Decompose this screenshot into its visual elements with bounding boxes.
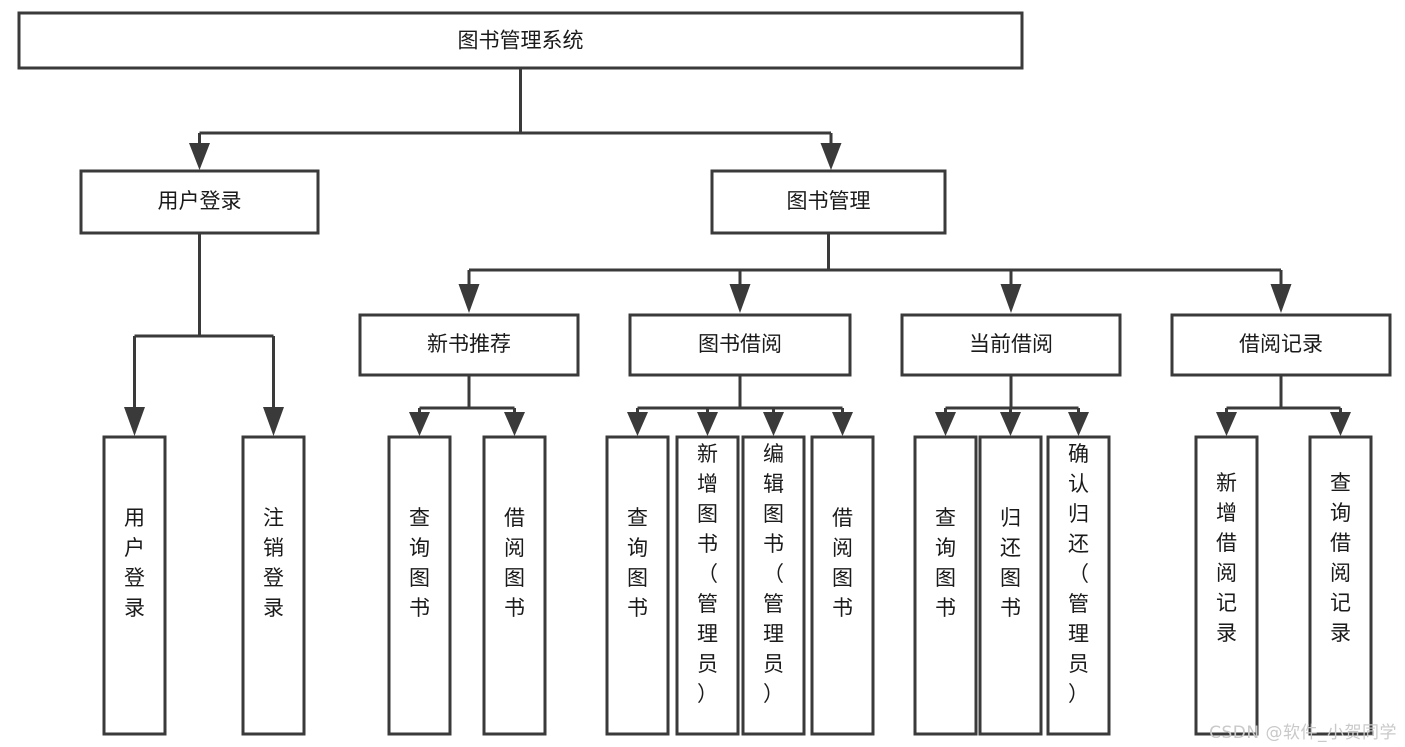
arrowhead-leaf-user-logout (263, 407, 284, 436)
arrowhead-user-login (189, 143, 210, 170)
node-leaf-return-book-label: 归还图书 (1000, 506, 1021, 620)
node-current-borrow[interactable]: 当前借阅 (900, 313, 1122, 377)
node-leaf-query-book-1-label: 查询图书 (409, 506, 430, 620)
arrowhead-leaf-query-book-3 (935, 412, 956, 436)
arrowhead-leaf-user-login (124, 407, 145, 436)
edge-current-borrow-bus (944, 375, 1080, 414)
arrowhead-leaf-borrow-book-1 (504, 412, 525, 436)
node-leaf-user-logout-label: 注销登录 (263, 506, 284, 620)
edge-new-book-recommend-bus (418, 375, 516, 414)
node-user-login[interactable]: 用户登录 (79, 169, 320, 235)
node-borrow-record-label: 借阅记录 (1239, 332, 1323, 356)
node-leaf-confirm-return[interactable]: 确认归还（管理员） (1046, 435, 1111, 736)
edge-borrow-record-bus (1225, 375, 1342, 414)
edge-book-borrow-bus (636, 375, 844, 414)
node-leaf-borrow-book-1[interactable]: 借阅图书 (482, 435, 547, 736)
arrowhead-leaf-confirm-return (1068, 412, 1089, 436)
arrowhead-book-management (820, 143, 842, 170)
node-leaf-query-record[interactable]: 查询借阅记录 (1308, 435, 1373, 736)
node-book-borrow-label: 图书借阅 (698, 332, 782, 356)
node-leaf-user-logout[interactable]: 注销登录 (241, 435, 306, 736)
arrowhead-book-borrow (729, 284, 751, 313)
connector-layer (124, 68, 1351, 436)
arrowhead-leaf-borrow-book-2 (832, 412, 853, 436)
arrowhead-leaf-add-book (697, 412, 718, 436)
node-leaf-edit-book[interactable]: 编辑图书（管理员） (741, 435, 806, 736)
edge-root-to-bus (198, 68, 833, 144)
node-leaf-user-login-label: 用户登录 (124, 506, 145, 620)
node-leaf-user-login[interactable]: 用户登录 (102, 435, 167, 736)
node-new-book-recommend[interactable]: 新书推荐 (358, 313, 580, 377)
arrowhead-borrow-record (1270, 284, 1292, 313)
node-leaf-confirm-return-label: 确认归还（管理员） (1068, 442, 1089, 706)
node-leaf-add-book-label: 新增图书（管理员） (697, 442, 718, 706)
arrowhead-current-borrow (1000, 284, 1022, 313)
node-leaf-query-record-label: 查询借阅记录 (1330, 471, 1351, 645)
node-borrow-record[interactable]: 借阅记录 (1170, 313, 1392, 377)
node-leaf-add-record-label: 新增借阅记录 (1216, 471, 1237, 645)
node-leaf-add-book[interactable]: 新增图书（管理员） (675, 435, 740, 736)
node-root-label: 图书管理系统 (458, 29, 584, 53)
csdn-watermark: CSDN @软件_小贺同学 (1209, 723, 1397, 743)
node-new-book-recommend-label: 新书推荐 (427, 332, 511, 356)
edge-user-login-bus (133, 233, 275, 408)
arrowhead-leaf-query-book-1 (409, 412, 430, 436)
node-book-management[interactable]: 图书管理 (710, 169, 947, 235)
node-leaf-query-book-1[interactable]: 查询图书 (387, 435, 452, 736)
arrowhead-new-book-recommend (458, 284, 480, 313)
node-book-borrow[interactable]: 图书借阅 (628, 313, 852, 377)
node-leaf-borrow-book-2-label: 借阅图书 (832, 506, 853, 620)
node-leaf-query-book-3-label: 查询图书 (935, 506, 956, 620)
node-user-login-label: 用户登录 (158, 189, 242, 213)
node-leaf-query-book-2[interactable]: 查询图书 (605, 435, 670, 736)
edge-book-management-bus (467, 233, 1283, 285)
arrowhead-leaf-add-record (1216, 412, 1237, 436)
arrowhead-leaf-edit-book (763, 412, 784, 436)
arrowhead-leaf-return-book (1000, 412, 1021, 436)
arrowhead-leaf-query-book-2 (627, 412, 648, 436)
node-leaf-borrow-book-2[interactable]: 借阅图书 (810, 435, 875, 736)
node-leaf-query-book-3[interactable]: 查询图书 (913, 435, 978, 736)
node-leaf-query-book-2-label: 查询图书 (627, 506, 648, 620)
node-book-management-label: 图书管理 (787, 189, 871, 213)
node-current-borrow-label: 当前借阅 (969, 332, 1053, 356)
node-leaf-return-book[interactable]: 归还图书 (978, 435, 1043, 736)
node-leaf-borrow-book-1-label: 借阅图书 (504, 506, 525, 620)
node-leaf-add-record[interactable]: 新增借阅记录 (1194, 435, 1259, 736)
arrowhead-leaf-query-record (1330, 412, 1351, 436)
node-root[interactable]: 图书管理系统 (17, 11, 1024, 70)
node-leaf-edit-book-label: 编辑图书（管理员） (763, 442, 784, 706)
